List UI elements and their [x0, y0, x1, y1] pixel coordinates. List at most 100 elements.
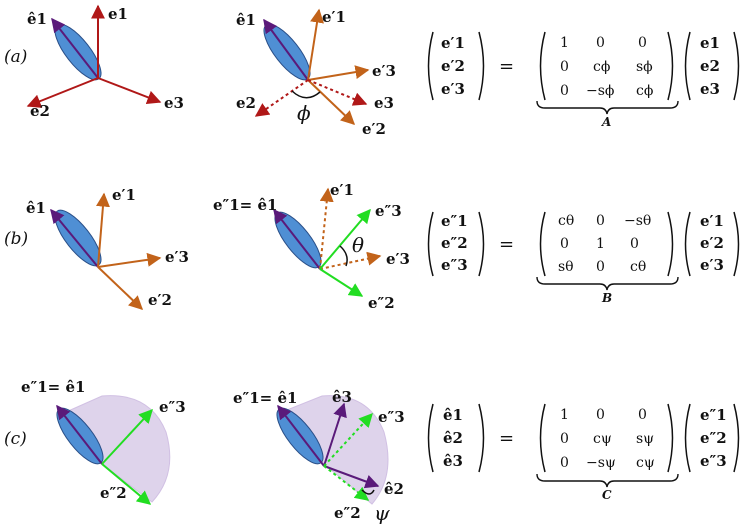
e1hat-arrow	[50, 208, 99, 268]
e2-arrow	[26, 77, 99, 108]
rhs-entry: e3	[700, 80, 720, 98]
e3-arrow	[97, 77, 162, 104]
matrix-cell: sψ	[636, 431, 654, 447]
matrix-equation-b: e″1 e″2 e″3 = cθ 0 −sθ 0 1 0 sθ 0 cθ B e…	[427, 211, 740, 305]
matrix-cell: 1	[596, 236, 605, 252]
e2pp-arrow	[101, 463, 152, 505]
e2-dotted-arrow	[254, 79, 309, 117]
e1hat-arrow	[51, 17, 99, 79]
diagram-a1: ê1 e1 e2 e3	[26, 4, 184, 120]
rhs-entry: e2	[700, 57, 720, 75]
rhs-entry: e1	[700, 34, 720, 52]
label-e2: e2	[30, 102, 50, 120]
lhs-vector: e″1 e″2 e″3	[427, 211, 485, 277]
rhs-entry: e′1	[700, 212, 724, 230]
label-e3p: e′3	[386, 250, 410, 268]
matrix-cell: 0	[560, 59, 569, 75]
e1p-dotted-arrow	[319, 187, 334, 270]
matrix-cell: cψ	[593, 431, 612, 447]
matrix-cell: −sϕ	[586, 83, 614, 99]
lhs-vector: e′1 e′2 e′3	[427, 31, 485, 101]
label-e1pp-eq-e1hat: e″1= ê1	[21, 378, 85, 396]
angle-phi: ϕ	[297, 101, 311, 125]
equals-sign: =	[499, 56, 514, 77]
e3p-dotted-arrow	[319, 251, 382, 270]
diagram-a2: ϕ ê1 e′1 e′3 e2 e3 e′2	[236, 8, 396, 138]
matrix-cell: 0	[560, 455, 569, 471]
matrix-cell: 0	[596, 407, 605, 423]
matrix-cell: cθ	[558, 213, 574, 229]
rhs-vector: e1 e2 e3	[684, 31, 740, 101]
matrix-cell: 0	[630, 236, 639, 252]
label-e2pp: e″2	[100, 484, 127, 502]
rhs-entry: e″1	[700, 406, 727, 424]
lhs-entry: e′3	[441, 80, 465, 98]
label-e2: e2	[236, 94, 256, 112]
matrix-name: C	[602, 488, 612, 502]
matrix-cell: cϕ	[593, 59, 610, 75]
matrix-cell: 1	[560, 407, 569, 423]
lhs-entry: e″2	[441, 234, 468, 252]
lhs-entry: e″1	[441, 212, 468, 230]
rhs-entry: e′2	[700, 234, 724, 252]
matrix-cell: 0	[638, 407, 647, 423]
matrix-cell: 0	[638, 35, 647, 51]
e3p-arrow	[97, 252, 162, 268]
e3-dotted-arrow	[307, 79, 368, 106]
rhs-entry: e′3	[700, 256, 724, 274]
e2p-arrow	[97, 266, 144, 310]
matrix-cell: cψ	[636, 455, 655, 471]
diagram-c2: ψ e″1= ê1 ê3 e″3 ê2 e″2	[233, 388, 405, 525]
label-e3p: e′3	[165, 248, 189, 266]
angle-theta: θ	[352, 233, 364, 257]
matrix-cell: cθ	[630, 259, 646, 275]
label-e1hat: ê1	[27, 10, 47, 28]
rhs-entry: e″3	[700, 452, 727, 470]
matrix-cell: 0	[560, 83, 569, 99]
label-e1pp-eq-e1hat: e″1= ê1	[233, 389, 297, 407]
e1p-arrow	[307, 8, 324, 81]
label-e1hat: ê1	[26, 199, 46, 217]
e2p-arrow	[307, 79, 356, 125]
e1hat-arrow	[56, 404, 103, 465]
e1hat-arrow	[263, 18, 309, 81]
label-e2p: e′2	[148, 291, 172, 309]
matrix-name: A	[601, 115, 611, 129]
rhs-vector: e′1 e′2 e′3	[684, 211, 740, 277]
matrix: cθ 0 −sθ 0 1 0 sθ 0 cθ B	[536, 211, 679, 305]
matrix-cell: 0	[560, 431, 569, 447]
theta-arc	[339, 245, 348, 267]
e3pp-arrow	[101, 408, 153, 465]
label-e3: e3	[374, 94, 394, 112]
matrix-cell: 1	[560, 35, 569, 51]
e3pp-arrow	[319, 208, 371, 270]
lhs-vector: ê1 ê2 ê3	[427, 403, 485, 473]
row-label-c: (c)	[4, 429, 27, 449]
matrix-cell: 0	[596, 35, 605, 51]
label-e1p: e′1	[322, 8, 346, 26]
label-e1: e1	[108, 5, 128, 23]
matrix-cell: 0	[596, 259, 605, 275]
label-e1p: e′1	[330, 181, 354, 199]
e1p-arrow	[95, 192, 110, 268]
lhs-entry: ê3	[443, 452, 463, 470]
label-e3pp: e″3	[375, 202, 402, 220]
diagram-b2: θ e″1= ê1 e′1 e″3 e′3 e″2	[213, 181, 410, 312]
rhs-entry: e″2	[700, 429, 727, 447]
rhs-vector: e″1 e″2 e″3	[684, 403, 740, 473]
matrix-equation-a: e′1 e′2 e′3 = 1 0 0 0 cϕ sϕ 0 −sϕ cϕ A e…	[427, 31, 740, 129]
e1hat-arrow	[277, 404, 325, 467]
underbrace	[536, 100, 679, 115]
phi-arc	[291, 90, 321, 99]
matrix-cell: 0	[560, 236, 569, 252]
matrix-cell: −sψ	[586, 455, 616, 471]
matrix-name: B	[601, 291, 612, 305]
e3hat-arrow	[323, 402, 347, 467]
lhs-entry: ê2	[443, 429, 463, 447]
matrix-equation-c: ê1 ê2 ê3 = 1 0 0 0 cψ sψ 0 −sψ cψ C e″1 …	[427, 403, 740, 502]
lhs-entry: e′1	[441, 34, 465, 52]
matrix: 1 0 0 0 cϕ sϕ 0 −sϕ cϕ A	[536, 31, 679, 129]
label-e2p: e′2	[362, 120, 386, 138]
equals-sign: =	[499, 234, 514, 255]
label-e1pp-eq-e1hat: e″1= ê1	[213, 196, 277, 214]
